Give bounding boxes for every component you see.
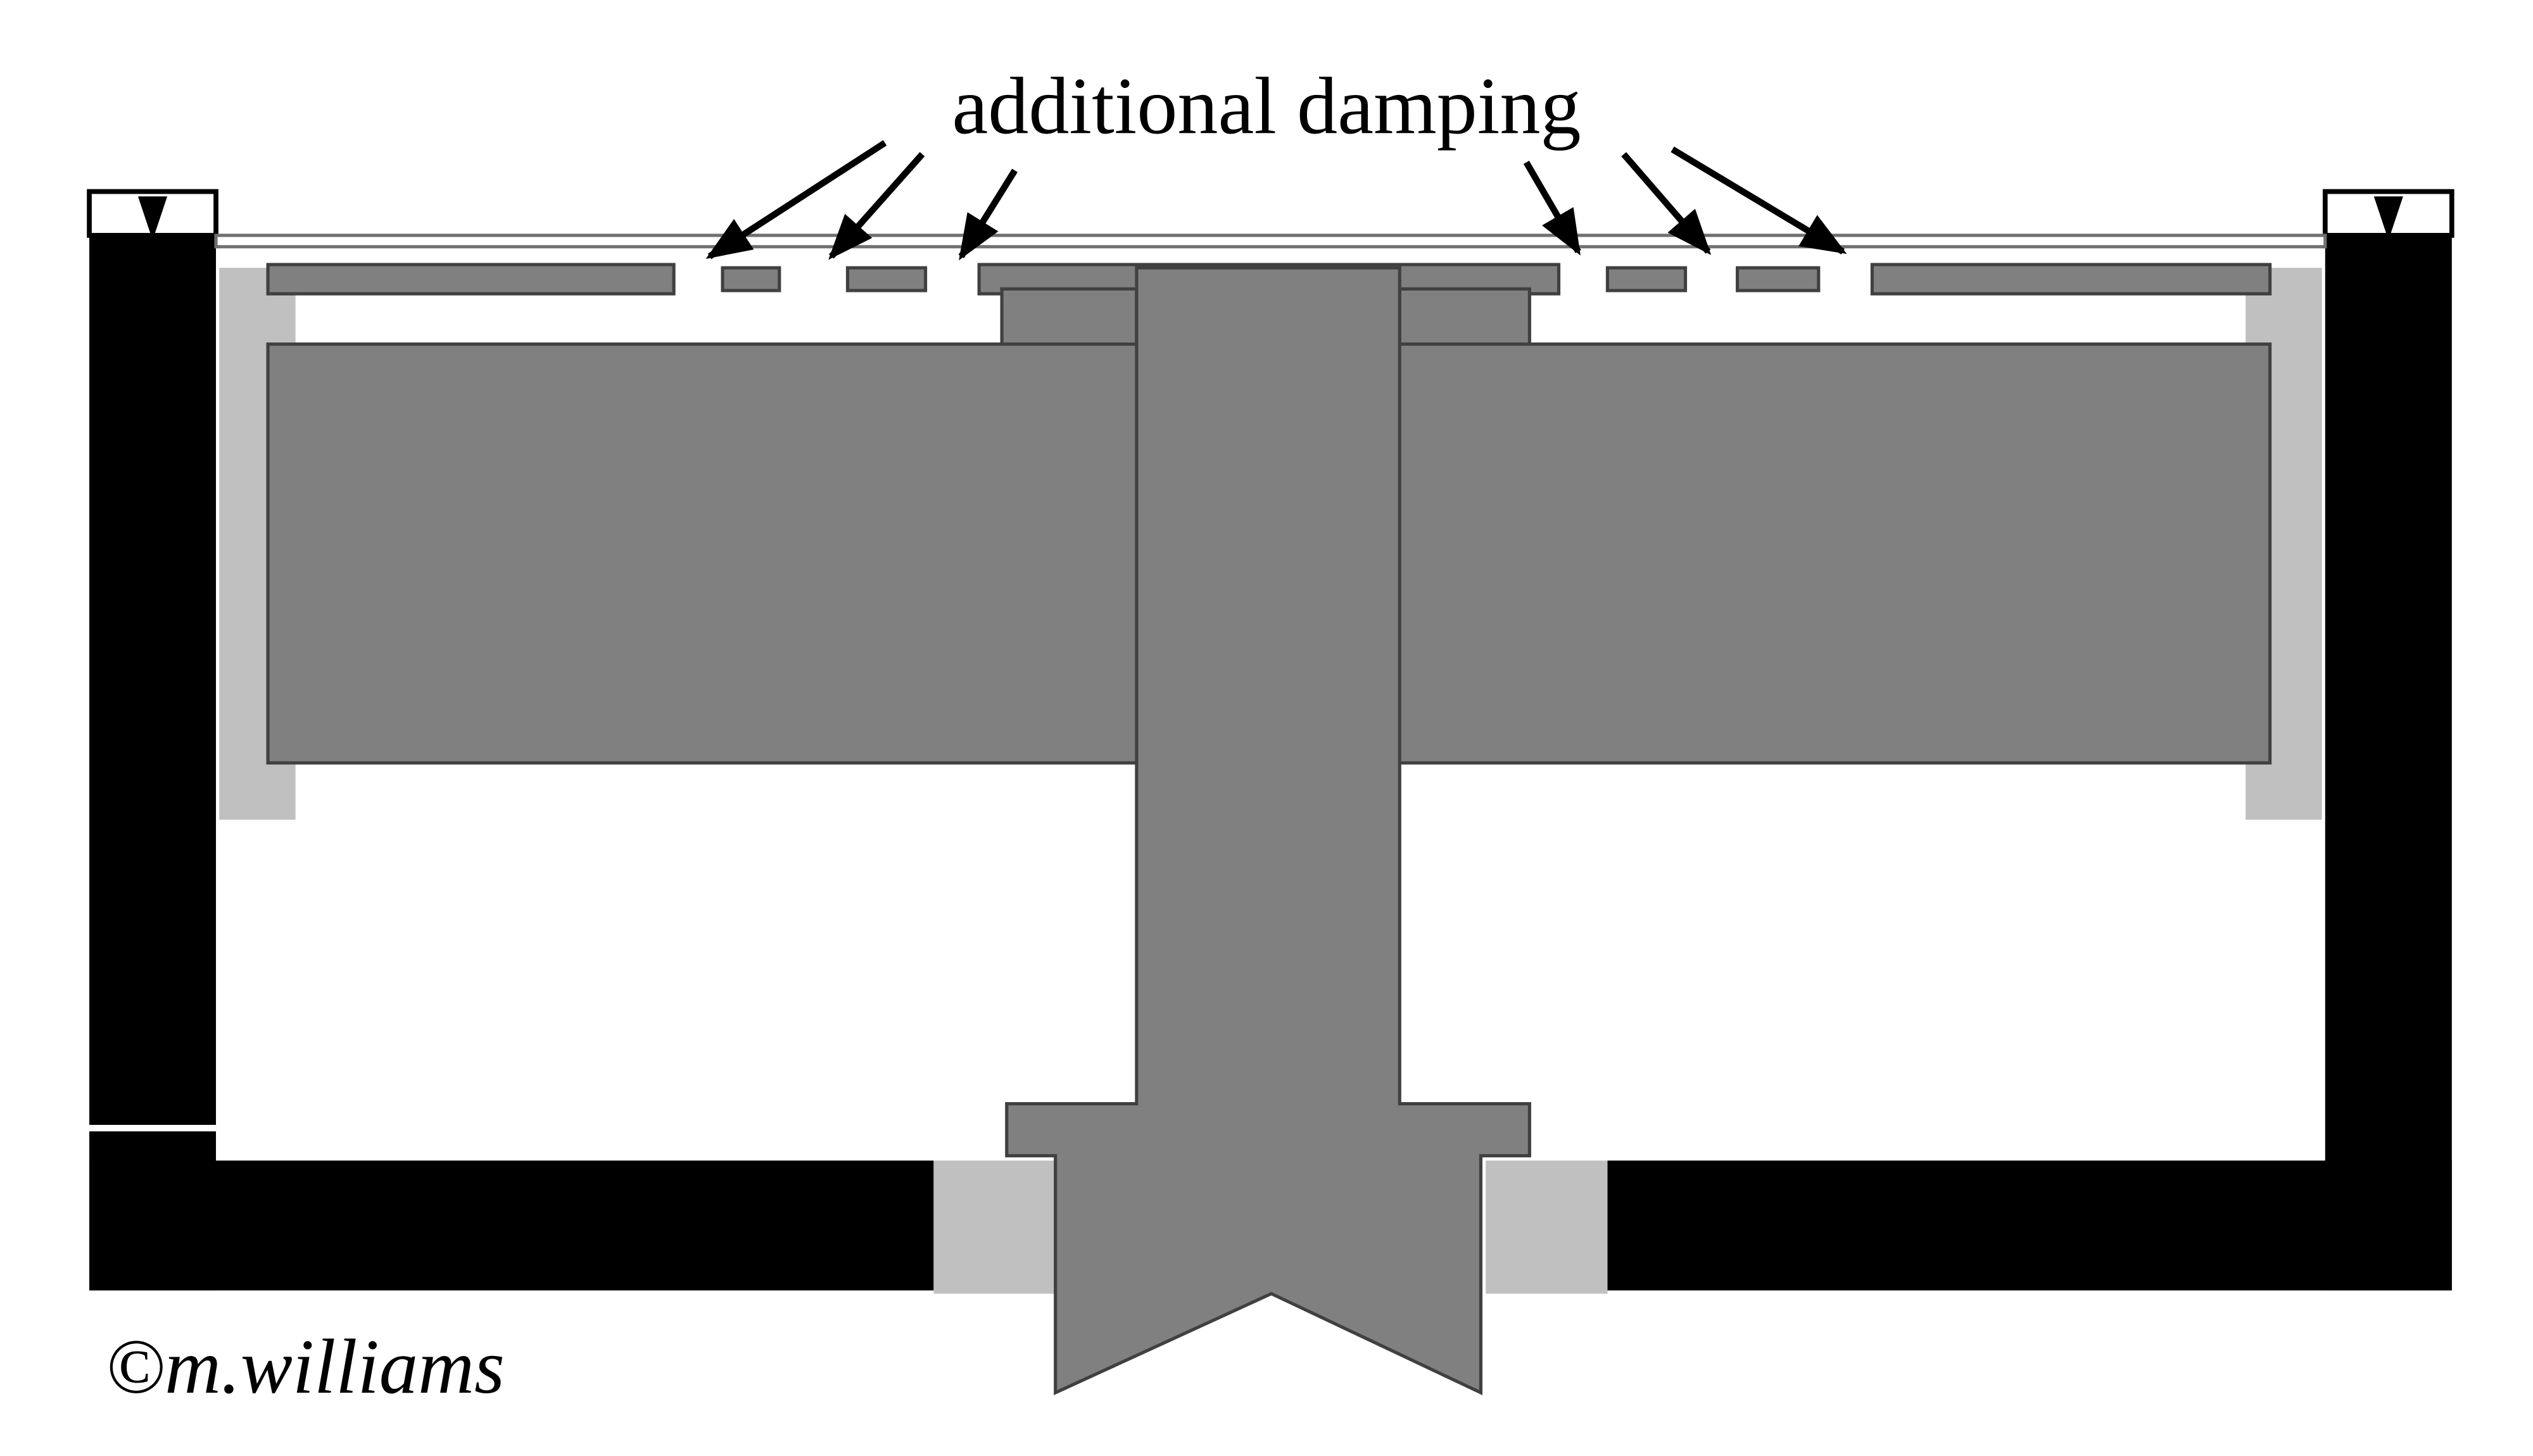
arrow-icon xyxy=(1621,152,1712,255)
collar-left xyxy=(1000,287,1139,349)
collar-right xyxy=(1398,287,1531,349)
bearing-right xyxy=(1486,1160,1608,1294)
copyright-text: ©m.williams xyxy=(106,1323,505,1410)
arrow-icon xyxy=(1671,146,1847,254)
shaft xyxy=(1005,266,1531,1396)
rotor-block-left xyxy=(266,342,1142,765)
arrow-icon xyxy=(958,168,1018,261)
bearing-left xyxy=(933,1160,1056,1294)
rotor-block-right xyxy=(1394,342,2272,765)
left-notch-icon xyxy=(137,196,168,235)
arrow-icon xyxy=(828,152,925,260)
top-cover-plate xyxy=(214,234,2327,249)
damping-arrows xyxy=(705,140,1847,261)
housing-left xyxy=(87,189,934,1291)
right-notch-icon xyxy=(2373,196,2403,235)
housing-right xyxy=(1607,189,2454,1291)
annotation-label: additional damping xyxy=(952,61,1581,151)
arrow-icon xyxy=(1523,160,1581,256)
arrow-icon xyxy=(705,140,887,260)
